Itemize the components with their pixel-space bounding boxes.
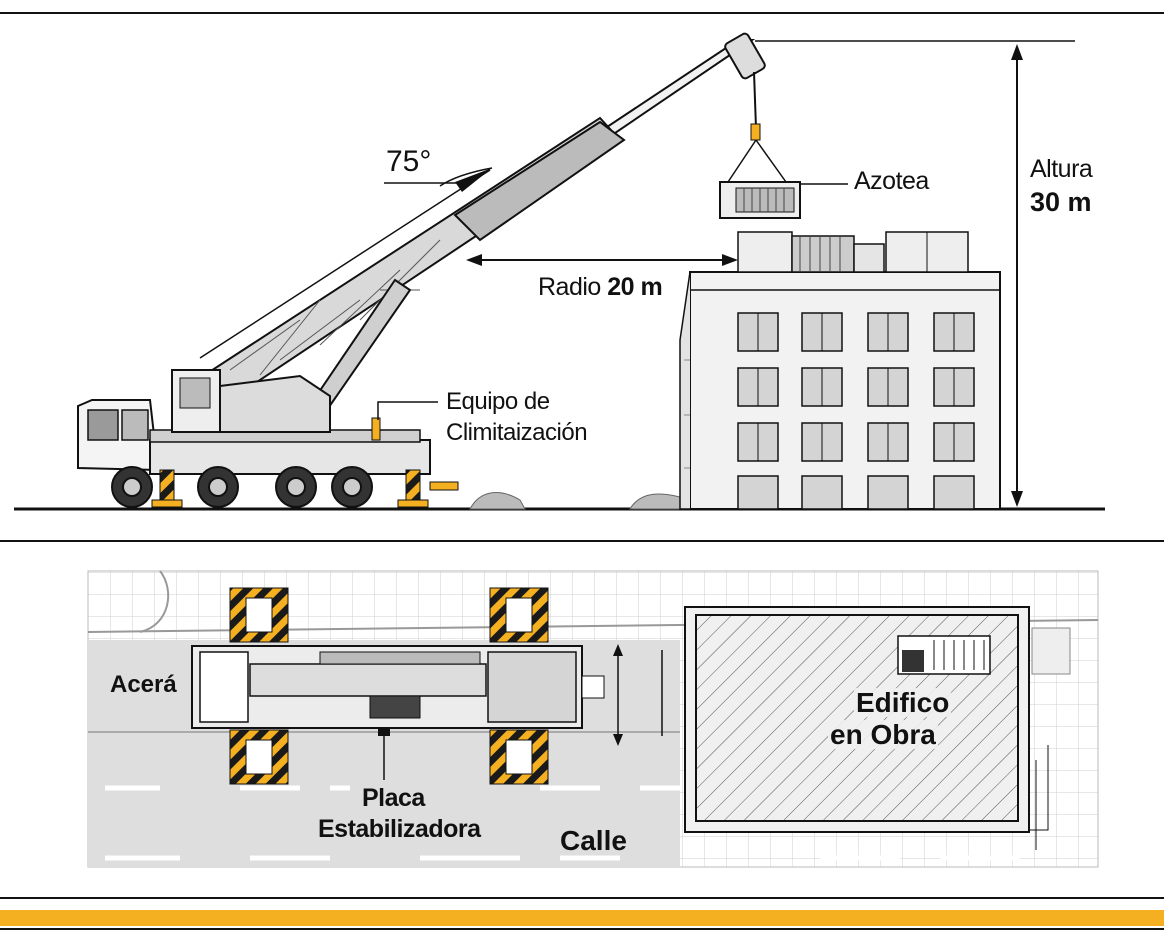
plan-view [87, 570, 1099, 868]
crane-truck [77, 369, 459, 508]
crane-boom [192, 32, 766, 421]
roof-label: Azotea [854, 167, 929, 195]
crane-plan [191, 587, 605, 785]
building-label-line1: Edifico [854, 687, 952, 718]
street-label: Calle [560, 825, 627, 856]
radius-label: Radio 20 m [538, 273, 663, 301]
equipment-label-line2: Climitaización [446, 419, 588, 446]
sidewalk-label: Acerá [110, 671, 177, 698]
accent-stripe [0, 910, 1164, 926]
hvac-load [719, 181, 801, 219]
building-plan [684, 606, 1071, 850]
angle-label: 75° [386, 145, 432, 178]
plate-label-line1: Placa [362, 784, 425, 812]
height-value: 30 m [1030, 187, 1092, 217]
height-label: Altura [1030, 155, 1093, 183]
equipment-label-line1: Equipo de [446, 388, 550, 415]
elevation-view [14, 32, 1105, 511]
radius-value: 20 m [607, 273, 663, 301]
radius-label-text: Radio [538, 273, 601, 301]
plate-label-line2: Estabilizadora [318, 815, 481, 843]
building-label-line2: en Obra [828, 719, 938, 750]
building-elevation [679, 231, 1001, 510]
